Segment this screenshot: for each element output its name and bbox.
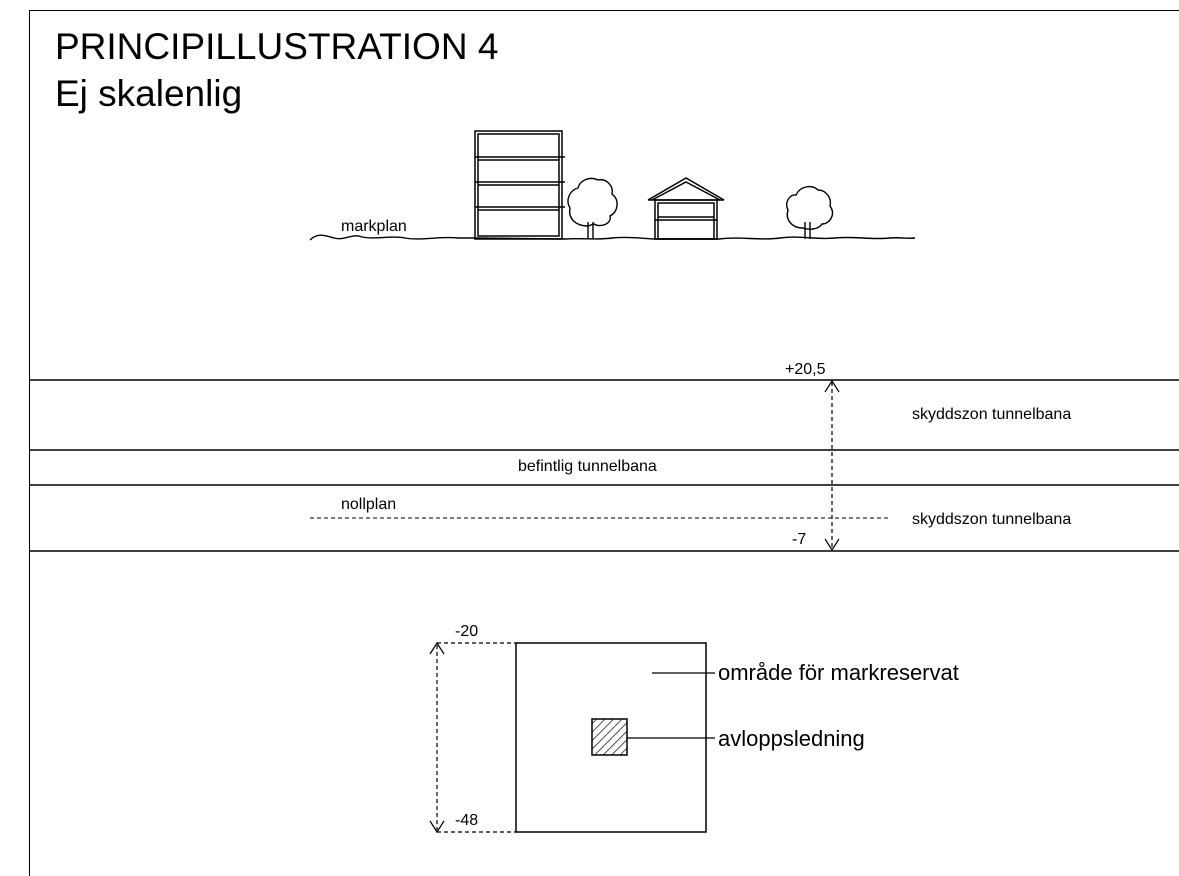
reserve-bottom-level: -48 bbox=[455, 812, 479, 829]
zone-bottom-level: -7 bbox=[792, 531, 807, 548]
existing-subway-label: befintlig tunnelbana bbox=[518, 458, 657, 475]
reserve-area-label: område för markreservat bbox=[718, 660, 959, 685]
reserve-dimension-arrow bbox=[429, 641, 516, 834]
ground-label: markplan bbox=[341, 218, 407, 235]
reserve-top-level: -20 bbox=[455, 623, 479, 640]
drawing-title: PRINCIPILLUSTRATION 4 bbox=[55, 26, 499, 67]
ground-line bbox=[309, 234, 916, 241]
tree-1 bbox=[567, 177, 618, 239]
sewer-pipe bbox=[591, 718, 628, 756]
apartment-building bbox=[474, 130, 565, 240]
zone-top-level: +20,5 bbox=[785, 361, 826, 378]
zone-dimension-arrow bbox=[824, 379, 840, 552]
drawing-frame bbox=[29, 10, 1179, 876]
protection-zone-lower-label: skyddszon tunnelbana bbox=[912, 511, 1072, 528]
tree-2 bbox=[786, 185, 834, 239]
protection-zone-upper-label: skyddszon tunnelbana bbox=[912, 406, 1072, 423]
house bbox=[647, 177, 725, 240]
drawing-subtitle: Ej skalenlig bbox=[55, 73, 243, 114]
sewer-label: avloppsledning bbox=[718, 726, 865, 751]
zero-plane-label: nollplan bbox=[341, 496, 397, 513]
